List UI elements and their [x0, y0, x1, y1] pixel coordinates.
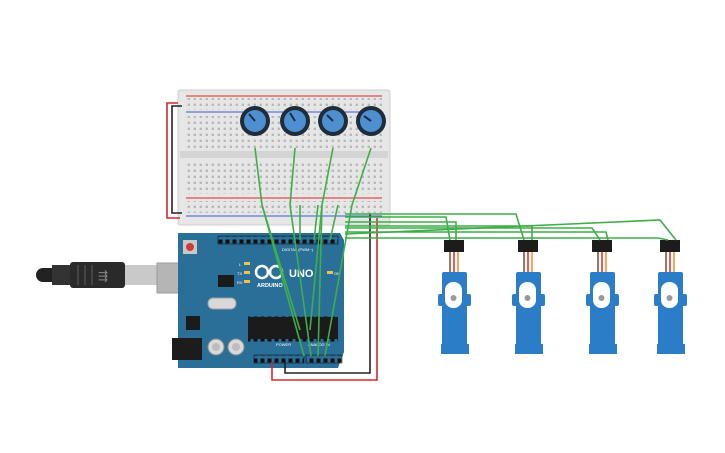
- wires: [166, 102, 677, 381]
- potentiometer-4[interactable]: [356, 106, 386, 136]
- led-l-label: L: [239, 262, 242, 267]
- wire-servo3: [345, 227, 601, 241]
- wire-servo4: [345, 237, 669, 241]
- led-tx-label: TX: [237, 271, 242, 276]
- wire-red-bottom: [271, 218, 378, 381]
- reset-button[interactable]: [186, 243, 194, 251]
- wire-pot2-a1: [289, 147, 312, 357]
- wire-red-left: [166, 102, 180, 219]
- led-rx-label: RX: [237, 280, 243, 285]
- potentiometer-2[interactable]: [280, 106, 310, 136]
- arduino-logo-text: ARDUINO: [257, 283, 283, 289]
- svg-text:⇶: ⇶: [98, 269, 108, 283]
- servo-2[interactable]: [512, 240, 545, 354]
- wire-black-bottom: [284, 213, 371, 374]
- servo-3[interactable]: [586, 240, 619, 354]
- potentiometer-1[interactable]: [240, 106, 270, 136]
- breadboard[interactable]: [177, 89, 391, 226]
- digital-header-label: DIGITAL (PWM~): [282, 247, 314, 252]
- potentiometer-3[interactable]: [318, 106, 348, 136]
- wire-pot4-a3: [324, 147, 372, 357]
- arduino-uno-board[interactable]: UNO ARDUINO DIGITAL (PWM~) TX RX L ON PO…: [172, 233, 344, 368]
- usb-cable: ⇶: [36, 262, 202, 294]
- servo-4[interactable]: [654, 240, 687, 354]
- wire-black-left: [171, 105, 182, 214]
- board-model-label: UNO: [289, 268, 314, 280]
- power-header-label: POWER: [276, 342, 291, 347]
- led-on-label: ON: [334, 271, 340, 276]
- servo-1[interactable]: [438, 240, 471, 354]
